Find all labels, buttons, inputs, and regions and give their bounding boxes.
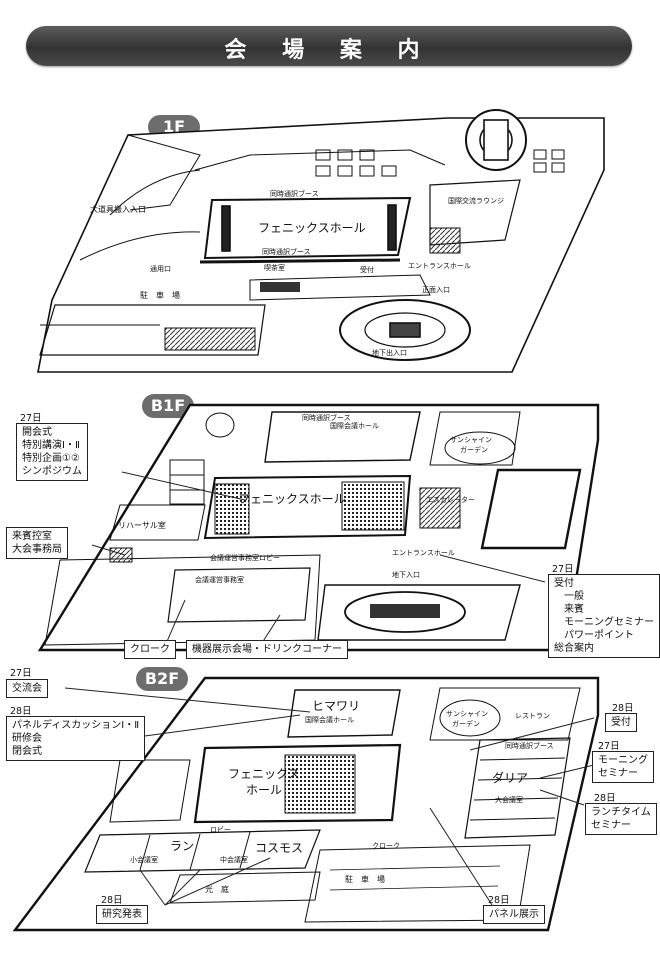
floor-b1f-plan xyxy=(37,403,600,652)
callout-b2-poster-date: 28日 xyxy=(488,895,510,906)
callout-line: クローク xyxy=(130,644,170,655)
b2-lobby-label: ロビー xyxy=(210,825,231,834)
callout-b2-morning-date: 27日 xyxy=(598,741,620,752)
b2-garden-label: ガーデン xyxy=(452,719,480,728)
page-title: 会 場 案 内 xyxy=(224,38,434,63)
callout-line: 研修会 xyxy=(12,733,42,744)
callout-b1-cloak: クローク xyxy=(124,640,176,659)
f1-side-gate-label: 通用口 xyxy=(150,264,171,273)
f1-entrance-hall-label: エントランスホール xyxy=(408,262,471,270)
b2-courtyard-label: 光 庭 xyxy=(205,884,229,894)
f1-lounge-label: 国際交流ラウンジ xyxy=(448,196,504,205)
floor-b1f-labels: フェニックスホール 国際会議ホール 同時通訳ブース サンシャイン ガーデン リハ… xyxy=(118,413,492,584)
callout-line: 来賓 xyxy=(564,604,584,615)
f1-underground-entrance-label: 地下出入口 xyxy=(372,348,407,357)
callout-line: 総合案内 xyxy=(554,643,594,654)
callout-b2-reception: 受付 xyxy=(605,713,637,732)
callout-b1-exhibit: 機器展示会場・ドリンクコーナー xyxy=(186,640,348,659)
callout-line: パネルディスカッションⅠ・Ⅱ xyxy=(12,720,140,731)
b2-main-hall-line2: ホール xyxy=(246,783,282,797)
b2-cosmos-label: コスモス xyxy=(255,841,303,855)
callout-line: 受付 xyxy=(554,578,574,589)
b2-dahlia-label: ダリア xyxy=(492,770,528,785)
callout-b2-research-date: 28日 xyxy=(101,895,123,906)
f1-reception-label: 受付 xyxy=(360,265,374,274)
floor-b2f-plan xyxy=(12,676,600,932)
callout-b2-lunch-date: 28日 xyxy=(594,793,616,804)
b1-office-label: 会議運営事務室 xyxy=(195,575,244,584)
callout-line: セミナー xyxy=(591,820,631,831)
callout-b2-panel-date: 28日 xyxy=(10,706,32,717)
callout-line: 特別講演Ⅰ・Ⅱ xyxy=(22,440,80,451)
floor-1f-plan xyxy=(37,109,605,373)
b1-rehearsal-label: リハーサル室 xyxy=(118,520,166,530)
callout-line: セミナー xyxy=(598,768,638,779)
callout-b2-reception-date: 28日 xyxy=(612,703,634,714)
callout-line: モーニング xyxy=(598,755,648,766)
callout-b1-reception: 受付 一般 来賓 モーニングセミナー パワーポイント 総合案内 xyxy=(548,574,660,658)
callout-line: 大会事務局 xyxy=(12,544,62,555)
b2-booth-label: 同時通訳ブース xyxy=(505,741,554,750)
b2-parking-label: 駐 車 場 xyxy=(345,874,385,884)
f1-front-entrance-label: 正面入口 xyxy=(422,286,450,294)
b2-main-hall-line1: フェニックス xyxy=(228,767,300,781)
callout-line: 機器展示会場・ドリンクコーナー xyxy=(192,644,342,655)
callout-line: パワーポイント xyxy=(564,630,634,641)
b1-escalator-label: エスカレーター xyxy=(426,495,475,504)
b1-conf-hall-label: 国際会議ホール xyxy=(330,421,379,430)
f1-parking-label: 駐 車 場 xyxy=(140,290,180,300)
callout-b2-lunch: ランチタイム セミナー xyxy=(585,803,657,835)
callout-line: 来賓控室 xyxy=(12,531,52,542)
b2-ran-label: ラン xyxy=(170,839,194,853)
floor-1f-labels: フェニックスホール 同時通訳ブース 同時通訳ブース 国際交流ラウンジ 大道具搬入… xyxy=(90,189,504,357)
callout-line: 特別企画①② xyxy=(22,453,80,464)
callout-b2-research: 研究発表 xyxy=(96,905,148,924)
b2-sunshine-label: サンシャイン xyxy=(446,710,488,718)
f1-main-hall-label: フェニックスホール xyxy=(258,221,366,235)
b2-conf-hall-label: 国際会議ホール xyxy=(305,715,354,724)
floor-b2f-labels: フェニックス ホール ヒマワリ 国際会議ホール サンシャイン ガーデン レストラ… xyxy=(130,699,554,894)
callout-line: 研究発表 xyxy=(102,909,142,920)
callout-line: 一般 xyxy=(564,591,584,602)
f1-lobby-label: 喫茶室 xyxy=(264,263,285,272)
b2-cloak-label: クローク xyxy=(372,842,400,850)
callout-b2-panel: パネルディスカッションⅠ・Ⅱ 研修会 閉会式 xyxy=(6,716,146,761)
f1-booth-top-label: 同時通訳ブース xyxy=(270,189,319,198)
callout-b2-exchange-date: 27日 xyxy=(10,668,32,679)
b1-sunshine-label: サンシャイン xyxy=(450,436,492,444)
callout-line: パネル展示 xyxy=(489,909,539,920)
callout-line: 交流会 xyxy=(12,683,42,694)
callout-b1-guest-office: 来賓控室 大会事務局 xyxy=(6,527,68,559)
b1-underground-entrance-label: 地下入口 xyxy=(392,570,420,579)
callout-b1-hall-date: 27日 xyxy=(20,413,42,424)
b1-office-lobby-label: 会議運営事務室ロビー xyxy=(210,553,280,562)
f1-carry-in-label: 大道具搬入入口 xyxy=(90,204,146,214)
callout-line: ランチタイム xyxy=(591,807,651,818)
b2-restaurant-label: レストラン xyxy=(515,712,550,720)
floor-badge-b2f: B2F xyxy=(136,667,188,691)
callout-line: シンポジウム xyxy=(22,466,82,477)
callout-b2-morning: モーニング セミナー xyxy=(592,751,654,783)
b2-large-room-label: 大会議室 xyxy=(495,795,523,804)
callout-line: 閉会式 xyxy=(12,746,42,757)
title-banner: 会 場 案 内 xyxy=(26,26,632,66)
callout-b2-exchange: 交流会 xyxy=(6,679,48,698)
callout-b1-reception-date: 27日 xyxy=(552,564,574,575)
b2-small-room-label: 小会議室 xyxy=(130,855,158,864)
f1-booth-bottom-label: 同時通訳ブース xyxy=(262,247,311,256)
callout-line: 開会式 xyxy=(22,427,52,438)
b1-main-hall-label: フェニックスホール xyxy=(238,492,346,506)
callout-line: 受付 xyxy=(611,717,631,728)
callout-line: モーニングセミナー xyxy=(564,617,654,628)
b1-entrance-hall-label: エントランスホール xyxy=(392,549,455,557)
b1-garden-label: ガーデン xyxy=(460,445,488,454)
callout-b1-hall: 開会式 特別講演Ⅰ・Ⅱ 特別企画①② シンポジウム xyxy=(16,423,88,481)
b1-booth-label: 同時通訳ブース xyxy=(302,413,351,422)
b2-himawari-label: ヒマワリ xyxy=(312,699,360,713)
b2-medium-room-label: 中会議室 xyxy=(220,855,248,864)
callout-b2-poster: パネル展示 xyxy=(483,905,545,924)
